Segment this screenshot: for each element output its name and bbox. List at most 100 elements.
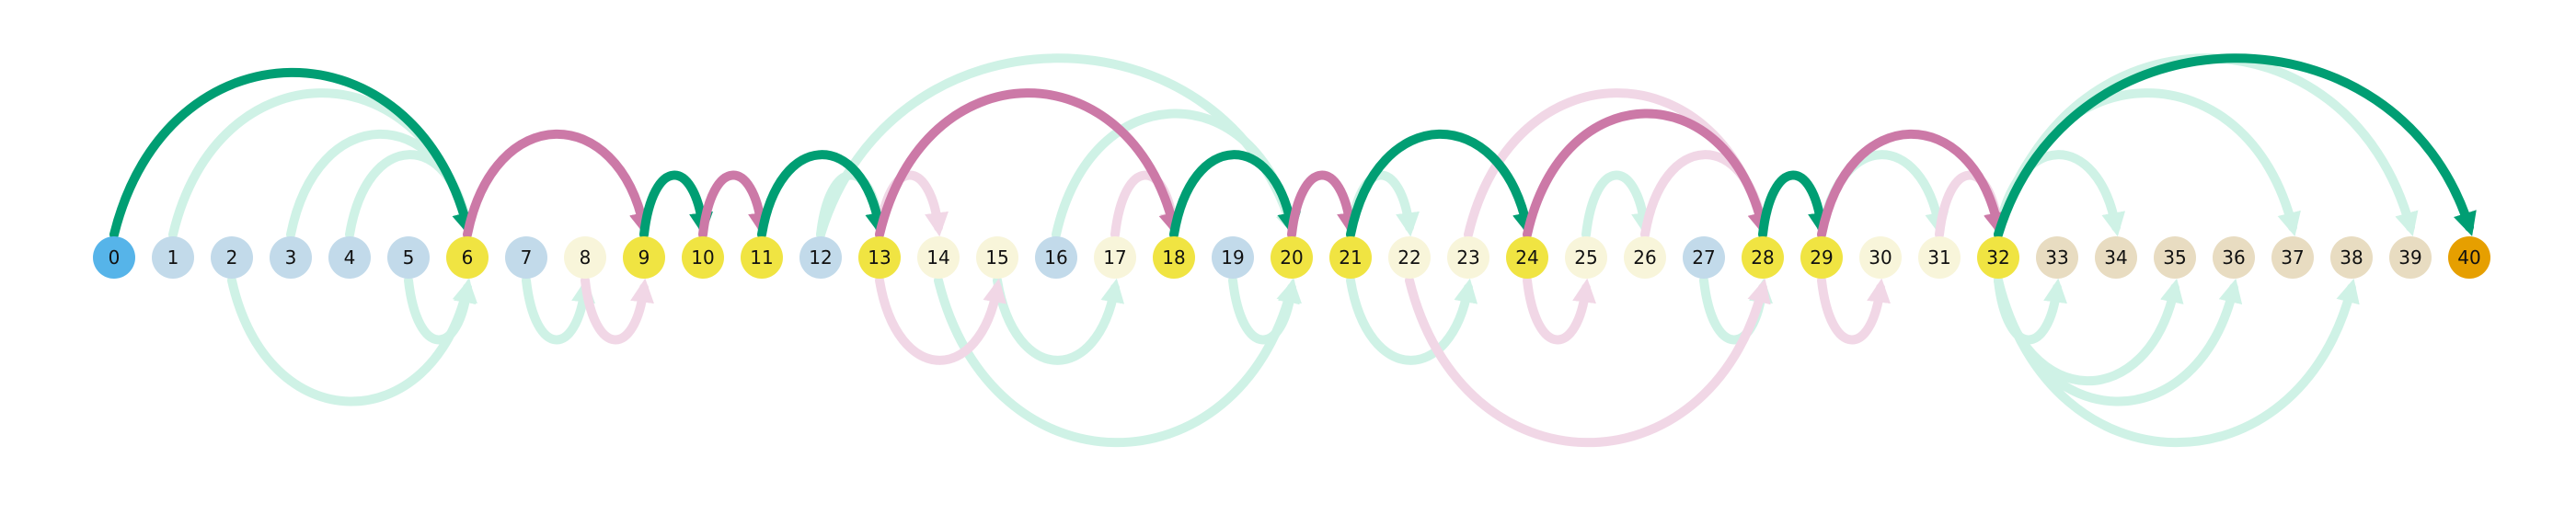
node-label: 23 <box>1456 246 1479 269</box>
edge-15-to-17 <box>993 276 1125 365</box>
node-label: 7 <box>521 246 533 269</box>
edge-13-to-18 <box>875 88 1182 239</box>
node-17: 17 <box>1094 236 1136 279</box>
node-label: 39 <box>2398 246 2421 269</box>
node-circle <box>1859 236 1902 279</box>
node-37: 37 <box>2271 236 2314 279</box>
edge-8-to-9 <box>581 276 654 345</box>
node-label: 9 <box>638 246 650 269</box>
node-label: 0 <box>109 246 121 269</box>
node-34: 34 <box>2095 236 2137 279</box>
node-25: 25 <box>1565 236 1607 279</box>
node-circle <box>1212 236 1254 279</box>
node-circle <box>1800 236 1843 279</box>
node-9: 9 <box>623 236 665 279</box>
node-circle <box>1153 236 1195 279</box>
node-label: 30 <box>1869 246 1892 269</box>
edge-25-to-26 <box>1581 170 1655 239</box>
node-15: 15 <box>976 236 1018 279</box>
edge-11-to-13 <box>757 150 890 239</box>
node-circle <box>1977 236 2019 279</box>
edge-24-to-25 <box>1523 276 1596 345</box>
node-label: 19 <box>1221 246 1244 269</box>
edge-32-to-40 <box>1994 53 2477 239</box>
node-circle <box>1094 236 1136 279</box>
node-circle <box>682 236 724 279</box>
node-11: 11 <box>741 236 783 279</box>
node-16: 16 <box>1035 236 1077 279</box>
node-label: 27 <box>1692 246 1715 269</box>
node-8: 8 <box>564 236 606 279</box>
node-circle <box>2036 236 2078 279</box>
node-label: 24 <box>1515 246 1538 269</box>
node-label: 1 <box>167 246 179 269</box>
node-10: 10 <box>682 236 724 279</box>
node-circle <box>1565 236 1607 279</box>
edge-32-to-38 <box>1994 276 2360 448</box>
edge-18-to-20 <box>1169 150 1302 239</box>
node-28: 28 <box>1742 236 1784 279</box>
edge-21-to-24 <box>1346 129 1536 239</box>
node-18: 18 <box>1153 236 1195 279</box>
node-circle <box>1329 236 1372 279</box>
node-circle <box>741 236 783 279</box>
node-label: 37 <box>2281 246 2304 269</box>
node-circle <box>2448 236 2490 279</box>
node-circle <box>1447 236 1489 279</box>
node-circle <box>2271 236 2314 279</box>
node-label: 4 <box>344 246 356 269</box>
node-0: 0 <box>93 236 135 279</box>
node-19: 19 <box>1212 236 1254 279</box>
node-label: 15 <box>985 246 1008 269</box>
node-label: 38 <box>2340 246 2363 269</box>
node-label: 3 <box>285 246 297 269</box>
node-label: 35 <box>2163 246 2186 269</box>
node-label: 12 <box>809 246 832 269</box>
node-circle <box>387 236 430 279</box>
node-21: 21 <box>1329 236 1372 279</box>
edge-28-to-29 <box>1758 170 1832 239</box>
edge-10-to-11 <box>698 170 772 239</box>
node-label: 20 <box>1280 246 1303 269</box>
edge-5-to-6 <box>404 276 477 345</box>
edge-24-to-28 <box>1523 109 1772 239</box>
node-label: 5 <box>403 246 415 269</box>
node-label: 17 <box>1103 246 1126 269</box>
edge-21-to-23 <box>1346 276 1478 365</box>
node-circle <box>1683 236 1725 279</box>
node-circle <box>270 236 312 279</box>
node-label: 25 <box>1574 246 1597 269</box>
edge-6-to-9 <box>463 129 653 239</box>
node-circle <box>1035 236 1077 279</box>
node-label: 8 <box>580 246 592 269</box>
node-33: 33 <box>2036 236 2078 279</box>
node-31: 31 <box>1918 236 1961 279</box>
node-circle <box>1271 236 1313 279</box>
node-label: 6 <box>462 246 474 269</box>
node-label: 33 <box>2045 246 2068 269</box>
node-circle <box>2154 236 2196 279</box>
edge-26-to-28 <box>1640 150 1773 239</box>
node-label: 13 <box>868 246 891 269</box>
node-30: 30 <box>1859 236 1902 279</box>
edge-20-to-21 <box>1287 170 1361 239</box>
node-20: 20 <box>1271 236 1313 279</box>
node-29: 29 <box>1800 236 1843 279</box>
edge-7-to-8 <box>522 276 595 345</box>
node-12: 12 <box>799 236 842 279</box>
node-circle <box>1624 236 1666 279</box>
node-label: 18 <box>1162 246 1185 269</box>
node-circle <box>2330 236 2373 279</box>
node-27: 27 <box>1683 236 1725 279</box>
edge-12-to-20 <box>816 53 1299 239</box>
node-circle <box>799 236 842 279</box>
node-7: 7 <box>505 236 547 279</box>
node-39: 39 <box>2389 236 2432 279</box>
edge-9-to-10 <box>639 170 713 239</box>
node-circle <box>1918 236 1961 279</box>
node-3: 3 <box>270 236 312 279</box>
node-1: 1 <box>152 236 194 279</box>
node-label: 21 <box>1339 246 1362 269</box>
node-24: 24 <box>1506 236 1548 279</box>
